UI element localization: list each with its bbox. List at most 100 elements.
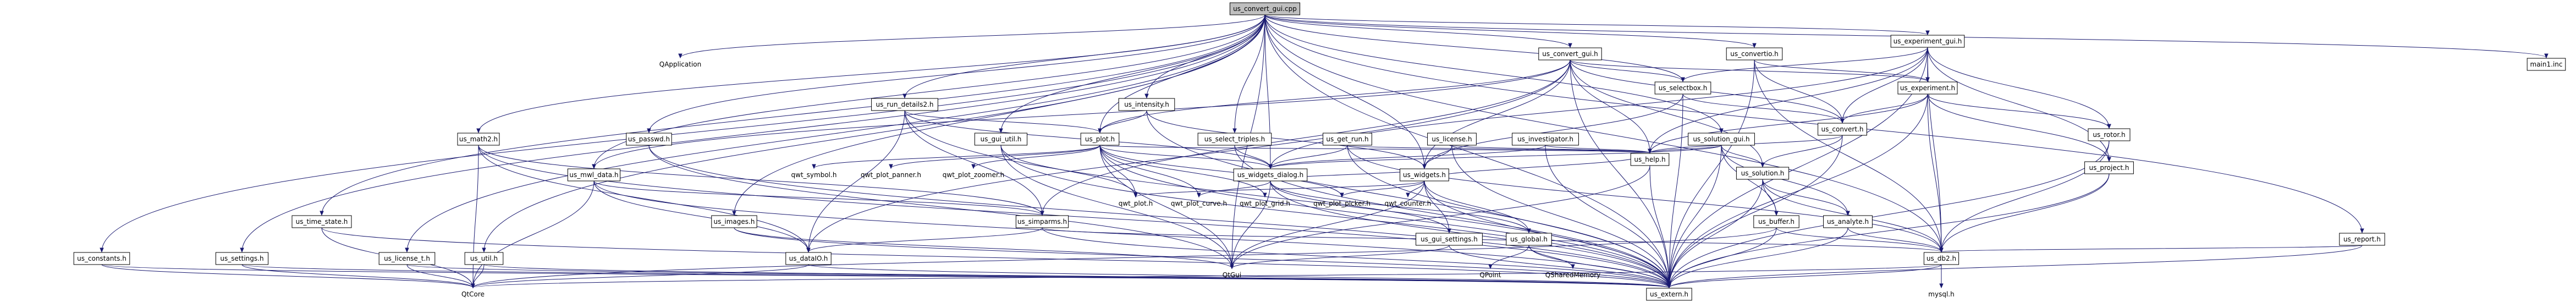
node-run-details2[interactable]: us_run_details2.h (871, 98, 938, 111)
arrowhead (1840, 118, 1845, 124)
edge-license-to-help (1451, 145, 1650, 153)
arrowhead (1040, 211, 1044, 216)
edge-intensity-to-extern (1146, 110, 1670, 288)
node-gui-settings[interactable]: us_gui_settings.h (1416, 233, 1483, 246)
node-experiment[interactable]: us_experiment.h (1897, 81, 1958, 95)
edge-solution-to-extern (1669, 179, 1763, 288)
node-label: us_math2.h (459, 135, 498, 143)
node-solution[interactable]: us_solution.h (1736, 167, 1790, 180)
edge-solution_gui-to-buffer (1721, 145, 1777, 216)
arrowhead (1197, 193, 1201, 198)
edge-experiment-to-project (1927, 94, 2110, 162)
node-widgets-dialog[interactable]: us_widgets_dialog.h (1233, 168, 1308, 182)
node-box (974, 133, 1028, 146)
node-rotor[interactable]: us_rotor.h (2088, 128, 2131, 141)
edge-db2-to-qtcore (472, 264, 1942, 288)
node-main1[interactable]: main1.inc (2527, 58, 2566, 71)
node-settings[interactable]: us_settings.h (215, 252, 269, 265)
node-label: us_select_triples.h (1204, 135, 1265, 143)
node-qwt-plot-panner: qwt_plot_panner.h (861, 171, 921, 179)
edge-experiment-to-rotor (1927, 94, 2110, 129)
node-qtcore: QtCore (461, 290, 485, 298)
node-selectbox[interactable]: us_selectbox.h (1654, 81, 1711, 95)
node-intensity[interactable]: us_intensity.h (1118, 98, 1175, 111)
node-investigator[interactable]: us_investigator.h (1512, 133, 1579, 146)
edge-root-to-widgets (1264, 14, 1425, 169)
node-box (1630, 153, 1670, 166)
node-widgets[interactable]: us_widgets.h (1400, 168, 1449, 182)
arrowhead (732, 211, 736, 216)
arrowhead (806, 248, 811, 253)
edge-plot-to-help (1099, 145, 1650, 153)
edge-widgets-to-qtgui (1231, 180, 1425, 269)
node-global[interactable]: us_global.h (1506, 233, 1552, 246)
node-help[interactable]: us_help.h (1630, 153, 1670, 166)
edge-convert_gui_h-to-simparams (1042, 59, 1571, 216)
node-time-state[interactable]: us_time_state.h (291, 215, 352, 228)
node-analyte[interactable]: us_analyte.h (1823, 215, 1873, 228)
node-report[interactable]: us_report.h (2339, 233, 2385, 246)
node-mwl-data[interactable]: us_mwl_data.h (567, 168, 621, 182)
node-util[interactable]: us_util.h (464, 252, 504, 265)
arrowhead (1447, 228, 1451, 234)
node-db2[interactable]: us_db2.h (1923, 252, 1959, 265)
node-constants[interactable]: us_constants.h (73, 252, 130, 265)
arrowhead (1144, 94, 1149, 99)
node-label: main1.inc (2530, 61, 2563, 68)
edge-plot-to-qwt_plot_grid (1099, 145, 1265, 197)
node-experiment-gui[interactable]: us_experiment_gui.h (1890, 35, 1965, 48)
edge-experiment_gui-to-convert (1842, 47, 1928, 123)
edge-gui_util-to-qwt_plot (1000, 145, 1136, 197)
node-label: us_license.h (1432, 135, 1472, 143)
node-plot[interactable]: us_plot.h (1080, 133, 1120, 146)
node-solution-gui[interactable]: us_solution_gui.h (1688, 133, 1755, 146)
node-label: us_util.h (470, 255, 498, 262)
node-get-run[interactable]: us_get_run.h (1323, 133, 1372, 146)
node-box (1427, 133, 1477, 146)
node-convert-gui-h[interactable]: us_convert_gui.h (1538, 47, 1602, 61)
edge-select_triples-to-extern (1234, 145, 1670, 288)
node-box (1118, 98, 1175, 111)
node-box (1753, 215, 1799, 228)
node-label: us_settings.h (220, 255, 263, 262)
edge-convert-to-solution (1762, 135, 1843, 167)
node-license-t[interactable]: us_license_t.h (378, 252, 436, 265)
edge-plot-to-qwt_plot (1099, 145, 1136, 197)
node-select-triples[interactable]: us_select_triples.h (1197, 133, 1272, 146)
node-root[interactable]: us_convert_gui.cpp (1229, 2, 1301, 15)
node-box (1233, 168, 1308, 182)
node-gui-util[interactable]: us_gui_util.h (974, 133, 1028, 146)
node-box (215, 252, 269, 265)
node-simparams[interactable]: us_simparms.h (1015, 215, 1069, 228)
edge-experiment-to-extern (1669, 94, 1928, 288)
edge-mwl_data-to-simparams (593, 180, 1043, 216)
edge-run_details2-to-simparams (904, 110, 1043, 216)
node-buffer[interactable]: us_buffer.h (1753, 215, 1799, 228)
node-box (2527, 58, 2566, 71)
node-math2[interactable]: us_math2.h (457, 133, 500, 146)
node-qsharedmemory: QSharedMemory (1545, 271, 1601, 279)
node-label: us_plot.h (1085, 135, 1115, 143)
edge-widgets_dialog-to-qtgui (1231, 180, 1271, 269)
edge-convertio-to-convert (1754, 59, 1843, 123)
edge-root-to-settings (241, 14, 1265, 252)
node-label: qwt_plot_curve.h (1171, 200, 1227, 207)
edge-investigator-to-extern (1545, 145, 1670, 288)
arrowhead (678, 53, 682, 59)
node-convertio[interactable]: us_convertio.h (1726, 47, 1783, 61)
arrowhead (482, 248, 486, 253)
node-label: us_get_run.h (1326, 135, 1368, 143)
node-extern[interactable]: us_extern.h (1646, 288, 1692, 301)
edge-simparams-to-db2 (1042, 227, 1942, 252)
node-passwd[interactable]: us_passwd.h (626, 133, 672, 146)
edge-math2-to-extern (478, 145, 1670, 288)
node-project[interactable]: us_project.h (2084, 161, 2134, 174)
edge-convert_gui_h-to-solution (1570, 59, 1763, 167)
node-convert[interactable]: us_convert.h (1818, 123, 1867, 136)
node-box (1646, 288, 1692, 301)
node-images[interactable]: us_images.h (711, 215, 757, 228)
node-label: us_help.h (1634, 156, 1665, 163)
edge-experiment-to-help (1649, 94, 1928, 153)
node-dataio[interactable]: us_dataIO.h (785, 252, 832, 265)
node-license[interactable]: us_license.h (1427, 133, 1477, 146)
